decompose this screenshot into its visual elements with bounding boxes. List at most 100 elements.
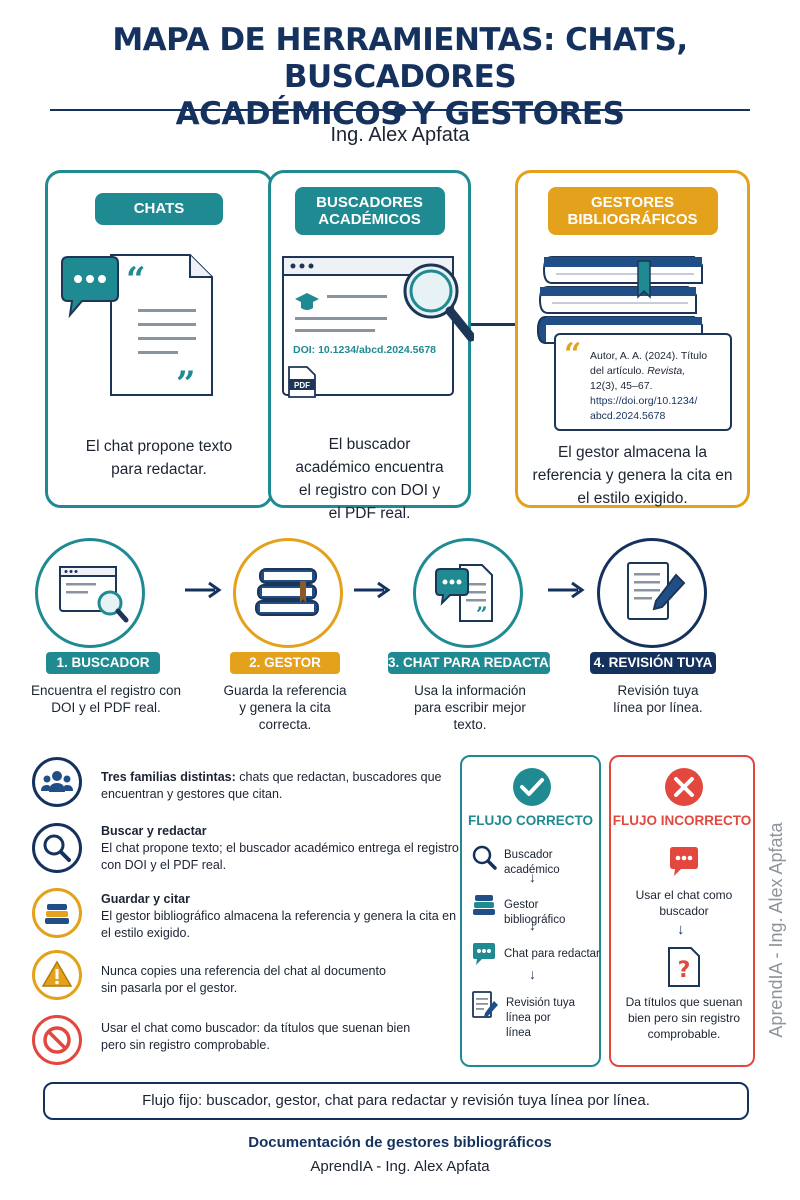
card-buscadores-text: El buscador académico encuentra el regis… (295, 436, 444, 522)
step-2-circle (233, 538, 343, 648)
title-divider-dot (394, 104, 406, 116)
citation-doi-1: https://doi.org/10.1234/ (590, 395, 698, 407)
flow-correct-arrow-2: ↓ (529, 917, 536, 933)
people-icon (41, 771, 73, 792)
note-4-text: Nunca copies una referencia del chat al … (101, 964, 386, 995)
flow-incorrect-box: FLUJO INCORRECTO Usar el chat como busca… (609, 755, 755, 1067)
step-1-circle (35, 538, 145, 648)
chat-doc-icon: ” (435, 564, 493, 626)
chat-icon (473, 943, 495, 965)
flow-correct-item-3: Chat para redactar (504, 948, 600, 960)
document-pen-icon (472, 991, 498, 1018)
quote-icon: “ (564, 337, 582, 372)
doi-text: DOI: 10.1234/abcd.2024.5678 (293, 344, 436, 356)
prohibited-icon (43, 1026, 71, 1054)
flow-incorrect-item-2: Da títulos que suenan bien pero sin regi… (625, 995, 743, 1041)
step-arrow-2 (354, 581, 391, 599)
step-arrow-1 (185, 581, 222, 599)
flow-incorrect-title: FLUJO INCORRECTO (612, 813, 752, 828)
side-watermark: AprendIA - Ing. Alex Apfata (766, 822, 786, 1038)
flow-correct-item-1: Buscador académico (504, 849, 560, 876)
note-2-body: El chat propone texto; el buscador acadé… (101, 841, 459, 872)
card-gestores-label-line2: BIBLIOGRÁFICOS (567, 211, 698, 228)
browser-search-icon: DOI: 10.1234/abcd.2024.5678 PDF (282, 256, 474, 398)
books-icon (255, 568, 319, 616)
note-1-icon-circle (32, 757, 82, 807)
citation-text: Autor, A. A. (2024). Título del artículo… (590, 349, 707, 424)
books-icon (473, 895, 495, 915)
citation-journal: Revista, (647, 365, 686, 377)
note-2-icon-circle (32, 823, 82, 873)
flow-correct-box: FLUJO CORRECTO Buscador académico ↓ Gest… (460, 755, 601, 1067)
card-chats-text: El chat propone texto para redactar. (85, 438, 233, 478)
card-chats-label: CHATS (95, 193, 223, 225)
citation-line-1: Autor, A. A. (2024). Título (590, 350, 708, 362)
note-3-bold: Guardar y citar (101, 892, 190, 906)
citation-line-2: del artículo. (590, 365, 648, 377)
citation-line-3: 12(3), 45–67. (590, 380, 653, 392)
card-gestores-text: El gestor almacena la referencia y gener… (532, 444, 733, 507)
warning-icon (41, 960, 73, 987)
step-2-text: Guarda la referencia y genera la cita co… (223, 683, 347, 732)
note-1-body: chats que redactan, buscadores que encue… (101, 770, 442, 801)
step-3-label: 3. CHAT PARA REDACTAR (388, 652, 559, 674)
flow-incorrect-item-1: Usar el chat como buscador (635, 888, 733, 918)
step-2-label: 2. GESTOR (230, 652, 340, 674)
flow-correct-arrow-3: ↓ (529, 966, 536, 982)
author: Ing. Alex Apfata (330, 124, 470, 146)
step-arrow-3 (548, 581, 585, 599)
card-gestores: GESTORES BIBLIOGRÁFICOS “ Autor, A. A. (… (515, 170, 750, 508)
books-icon (45, 904, 69, 924)
question-document-icon: ? (668, 947, 700, 987)
document-pen-icon (627, 562, 686, 620)
card-buscadores-label-line2: ACADÉMICOS (318, 211, 421, 228)
svg-text:”: ” (176, 364, 196, 403)
card-gestores-label-line1: GESTORES (590, 194, 675, 211)
check-icon (513, 768, 551, 806)
step-4-label: 4. REVISIÓN TUYA (590, 652, 716, 674)
svg-text:”: ” (476, 602, 488, 626)
note-2-text: Buscar y redactar El chat propone texto;… (101, 823, 461, 874)
search-icon (43, 834, 71, 862)
note-3-text: Guardar y citar El gestor bibliográfico … (101, 891, 461, 942)
flow-correct-arrow-1: ↓ (529, 869, 536, 885)
citation-box: “ Autor, A. A. (2024). Título del artícu… (554, 333, 732, 431)
note-4-icon-circle (32, 950, 82, 1000)
card-buscadores-label-line1: BUSCADORES (316, 194, 423, 211)
citation-doi-2: abcd.2024.5678 (590, 410, 666, 422)
page-title: MAPA DE HERRAMIENTAS: CHATS, BUSCADORES … (0, 22, 800, 133)
step-4-circle (597, 538, 707, 648)
footer-subtitle: AprendIA - Ing. Alex Apfata (310, 1158, 490, 1175)
note-5-icon-circle (32, 1015, 82, 1065)
search-icon (472, 845, 497, 870)
note-2-bold: Buscar y redactar (101, 824, 207, 838)
chat-icon (670, 847, 698, 876)
card-gestores-label: GESTORES BIBLIOGRÁFICOS (547, 187, 718, 235)
step-3-text: Usa la información para escribir mejor t… (414, 683, 526, 732)
summary-bar: Flujo fijo: buscador, gestor, chat para … (43, 1082, 749, 1120)
svg-text:“: “ (126, 260, 146, 300)
flow-incorrect-arrow: ↓ (677, 921, 685, 938)
flow-correct-item-4: Revisión tuya línea por línea (506, 997, 576, 1039)
step-1-text: Encuentra el registro con DOI y el PDF r… (30, 683, 182, 715)
card-chats: CHATS “ ” El chat propone texto para red… (45, 170, 273, 508)
flow-correct-item-2: Gestor bibliográfico (504, 899, 566, 926)
step-1-label: 1. BUSCADOR (46, 652, 160, 674)
note-1-bold: Tres familias distintas: (101, 770, 236, 784)
note-3-body: El gestor bibliográfico almacena la refe… (101, 909, 457, 940)
note-5-text: Usar el chat como buscador: da títulos q… (101, 1021, 411, 1052)
note-3-icon-circle (32, 888, 82, 938)
browser-magnifier-icon (59, 566, 129, 623)
title-line-1: MAPA DE HERRAMIENTAS: CHATS, BUSCADORES (112, 22, 688, 95)
chat-document-icon: “ ” (61, 254, 213, 403)
pdf-label: PDF (294, 381, 310, 390)
flow-correct-title: FLUJO CORRECTO (467, 813, 593, 828)
books-stack-icon (536, 256, 703, 344)
card-buscadores: BUSCADORES ACADÉMICOS DOI: 10.1234/abcd.… (268, 170, 474, 522)
step-3-circle: ” (413, 538, 523, 648)
card-buscadores-label: BUSCADORES ACADÉMICOS (294, 187, 445, 235)
footer-title: Documentación de gestores bibliográficos (248, 1134, 552, 1151)
step-4-text: Revisión tuya línea por línea. (613, 683, 703, 715)
error-x-icon (665, 768, 703, 806)
note-1-text: Tres familias distintas: chats que redac… (101, 769, 461, 803)
